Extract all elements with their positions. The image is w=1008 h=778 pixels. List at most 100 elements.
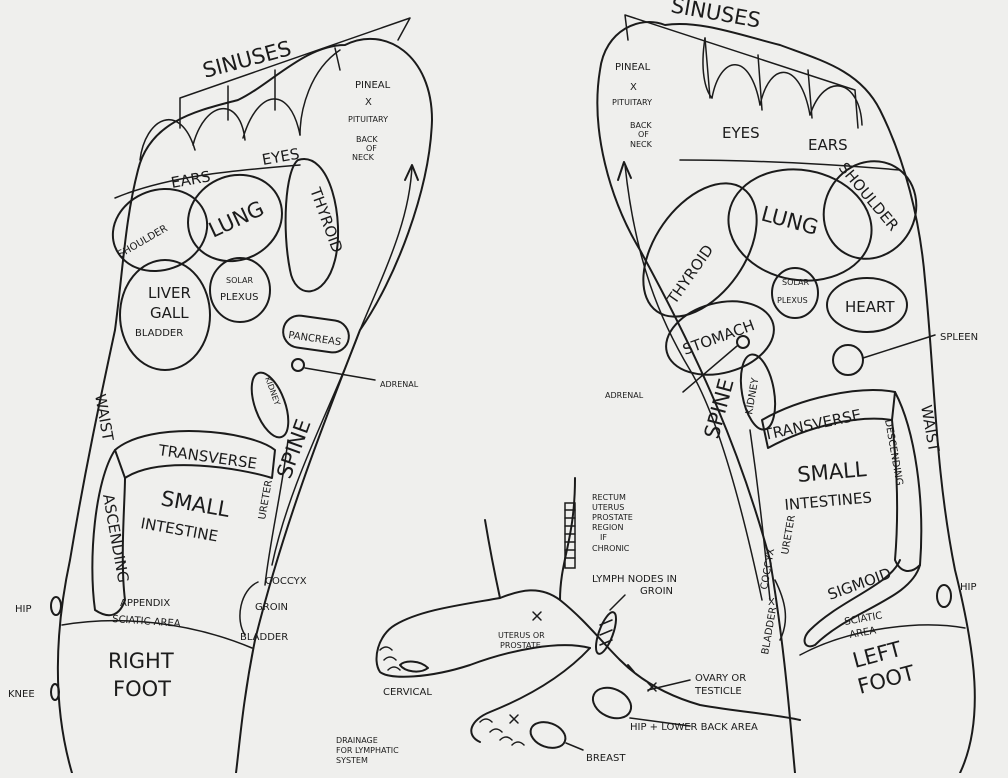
cervical-zone xyxy=(400,662,428,672)
drainage-label-3: SYSTEM xyxy=(336,756,368,765)
lymph-groin-pointer xyxy=(610,595,625,610)
hip-back-label: HIP + LOWER BACK AREA xyxy=(630,722,758,733)
uterus-label-2: PROSTATE xyxy=(500,641,541,650)
right-adrenal-point xyxy=(292,359,304,371)
right-pancreas-label: PANCREAS xyxy=(288,330,342,348)
right-small-label: SMALL xyxy=(159,486,232,522)
right-foot-title-2: FOOT xyxy=(113,677,171,701)
left-waist-label: WAIST xyxy=(917,404,943,455)
right-toe-line-4 xyxy=(300,50,340,135)
rectum-label-3: PROSTATE xyxy=(592,513,633,522)
left-solar-label: SOLAR xyxy=(782,278,809,287)
left-neck-label: NECK xyxy=(630,140,653,149)
left-foot xyxy=(597,15,974,773)
left-hip-label: HIP xyxy=(960,582,977,593)
rectum-label-5: IF xyxy=(600,533,607,542)
right-ascending-label: ASCENDING xyxy=(99,493,132,585)
left-ureter-label: URETER xyxy=(780,514,798,555)
left-coccyx-x: X xyxy=(768,597,775,608)
right-lung-label: LUNG xyxy=(205,196,268,242)
right-solar-label: SOLAR xyxy=(226,276,253,285)
left-intestines-label: INTESTINES xyxy=(784,488,873,514)
left-adrenal-label: ADRENAL xyxy=(605,391,644,400)
left-spine-label: SPINE xyxy=(700,376,739,441)
left-spleen-label: SPLEEN xyxy=(940,332,978,343)
right-neck-label: NECK xyxy=(352,153,375,162)
left-lung-label: LUNG xyxy=(759,202,821,240)
uterus-label-1: UTERUS OR xyxy=(498,631,545,640)
left-thyroid-label: THYROID xyxy=(663,241,717,308)
right-spine-label: SPINE xyxy=(272,416,315,482)
left-hip-point xyxy=(937,585,951,607)
left-pineal-label: PINEAL xyxy=(615,62,651,73)
right-of-label: OF xyxy=(366,144,377,153)
left-sinus-bracket xyxy=(625,15,858,128)
left-kidney-label: KIDNEY xyxy=(744,376,761,415)
left-solar-plexus-zone xyxy=(772,268,818,318)
ovary-label-1: OVARY OR xyxy=(695,673,746,684)
right-waist-label: WAIST xyxy=(91,393,117,444)
left-shoulder-label: SHOULDER xyxy=(835,159,902,234)
left-toe-line-3 xyxy=(760,72,810,115)
right-knee-label: KNEE xyxy=(8,689,35,700)
cervical-label: CERVICAL xyxy=(383,687,432,698)
drainage-label-1: DRAINAGE xyxy=(336,736,378,745)
breast-label: BREAST xyxy=(586,753,626,764)
side-foot-outline-upper xyxy=(376,478,590,677)
right-plexus-label: PLEXUS xyxy=(220,292,258,303)
right-gall-label: GALL xyxy=(150,304,189,322)
left-bladder-label: BLADDER xyxy=(760,606,779,655)
right-pineal-label: PINEAL xyxy=(355,80,391,91)
side-foot-outline-back xyxy=(485,520,500,598)
left-toe-line-4 xyxy=(810,86,862,125)
drainage-x xyxy=(510,715,518,723)
left-ears-label: EARS xyxy=(808,136,848,154)
breast-zone xyxy=(527,718,569,753)
side-foot xyxy=(376,478,800,752)
rectum-label-1: RECTUM xyxy=(592,493,626,502)
right-toe-line-3 xyxy=(243,99,300,138)
right-hip-label: HIP xyxy=(15,604,32,615)
right-adrenal-label: ADRENAL xyxy=(380,380,419,389)
right-solar-plexus-zone xyxy=(210,258,270,322)
left-descending-label: DESCENDING xyxy=(882,419,904,487)
right-intestine-label: INTESTINE xyxy=(139,514,219,545)
right-kidney-label: KIDNEY xyxy=(263,376,282,407)
right-foot-title-1: RIGHT xyxy=(108,649,174,673)
right-back-label: BACK xyxy=(356,135,378,144)
uterus-x xyxy=(533,612,541,620)
left-heart-label: HEART xyxy=(845,298,895,316)
right-bladder-label-2: BLADDER xyxy=(240,632,288,643)
left-eyes-label: EYES xyxy=(722,124,760,142)
left-spleen-zone xyxy=(833,345,863,375)
left-sigmoid-label: SIGMOID xyxy=(825,564,893,604)
lymph-label-1: LYMPH NODES IN xyxy=(592,574,677,585)
ovary-label-2: TESTICLE xyxy=(694,686,742,697)
rectum-label-6: CHRONIC xyxy=(592,544,630,553)
right-liver-label: LIVER xyxy=(148,284,191,302)
side-foot-outline-lower xyxy=(471,600,800,742)
left-back-label: BACK xyxy=(630,121,652,130)
left-spleen-pointer xyxy=(863,335,935,358)
right-sciatic-label: SCIATIC AREA xyxy=(112,614,181,630)
right-hip-point xyxy=(51,597,61,615)
left-area-label: AREA xyxy=(849,625,878,641)
rectum-label-4: REGION xyxy=(592,523,623,532)
right-pituitary-label: PITUITARY xyxy=(348,115,388,124)
right-appendix-label: APPENDIX xyxy=(120,598,170,609)
right-coccyx-label: COCCYX xyxy=(265,576,307,587)
left-spine-arrowhead xyxy=(618,162,631,180)
left-small-label: SMALL xyxy=(796,457,867,487)
left-pineal-x: X xyxy=(630,82,637,93)
breast-pointer xyxy=(566,743,583,750)
right-pineal-x: X xyxy=(365,97,372,108)
right-transverse-label: TRANSVERSE xyxy=(156,441,258,473)
left-of-label: OF xyxy=(638,130,649,139)
lymph-label-2: GROIN xyxy=(640,586,673,597)
right-shoulder-label: SHOULDER xyxy=(116,223,170,260)
right-sinuses-label: SINUSES xyxy=(200,36,294,83)
left-toe-line-2 xyxy=(712,65,760,105)
rectum-label-2: UTERUS xyxy=(592,503,624,512)
right-bladder-label-1: BLADDER xyxy=(135,328,183,339)
